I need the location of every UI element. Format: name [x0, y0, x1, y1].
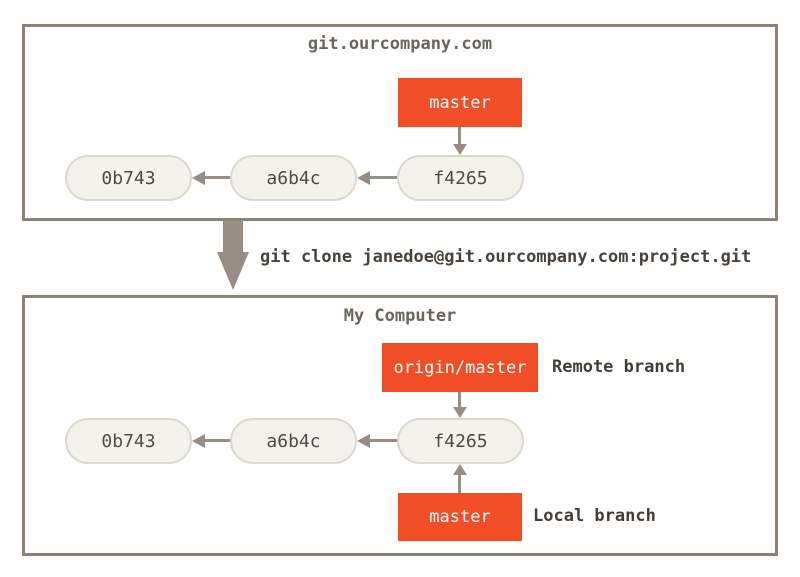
computer-frame-title: My Computer — [343, 306, 457, 326]
server-parent-arrow-line — [370, 176, 397, 179]
computer-frame — [22, 295, 778, 556]
server-commit-0b743: 0b743 — [65, 155, 192, 201]
computer-parent-arrow-line — [370, 439, 397, 442]
clone-arrow-shaft — [223, 220, 243, 252]
computer-parent-arrowhead-left-icon — [357, 434, 370, 448]
server-parent-arrow-line — [205, 176, 230, 179]
server-frame-title: git.ourcompany.com — [307, 34, 493, 54]
server-frame — [22, 24, 778, 221]
local-branch-arrow-line — [458, 475, 461, 493]
server-commit-a6b4c: a6b4c — [230, 155, 357, 201]
local-master-branch: master — [398, 493, 522, 541]
clone-arrowhead-down-icon — [217, 252, 249, 290]
computer-commit-f4265: f4265 — [397, 418, 524, 464]
computer-commit-a6b4c: a6b4c — [230, 418, 357, 464]
remote-branch-arrowhead-down-icon — [453, 407, 467, 418]
server-parent-arrowhead-left-icon — [357, 171, 370, 185]
server-branch-arrow-line — [458, 127, 461, 144]
computer-parent-arrowhead-left-icon — [192, 434, 205, 448]
computer-commit-0b743: 0b743 — [65, 418, 192, 464]
remote-branch-annotation: Remote branch — [552, 357, 686, 377]
server-parent-arrowhead-left-icon — [192, 171, 205, 185]
server-master-branch: master — [398, 78, 522, 127]
remote-branch-arrow-line — [458, 392, 461, 407]
server-commit-f4265: f4265 — [397, 155, 524, 201]
clone-command-text: git clone janedoe@git.ourcompany.com:pro… — [260, 247, 752, 267]
server-branch-arrowhead-down-icon — [453, 144, 467, 155]
local-branch-arrowhead-up-icon — [453, 464, 467, 475]
remote-branch-origin-master: origin/master — [382, 343, 538, 392]
computer-parent-arrow-line — [205, 439, 230, 442]
local-branch-annotation: Local branch — [533, 506, 656, 526]
